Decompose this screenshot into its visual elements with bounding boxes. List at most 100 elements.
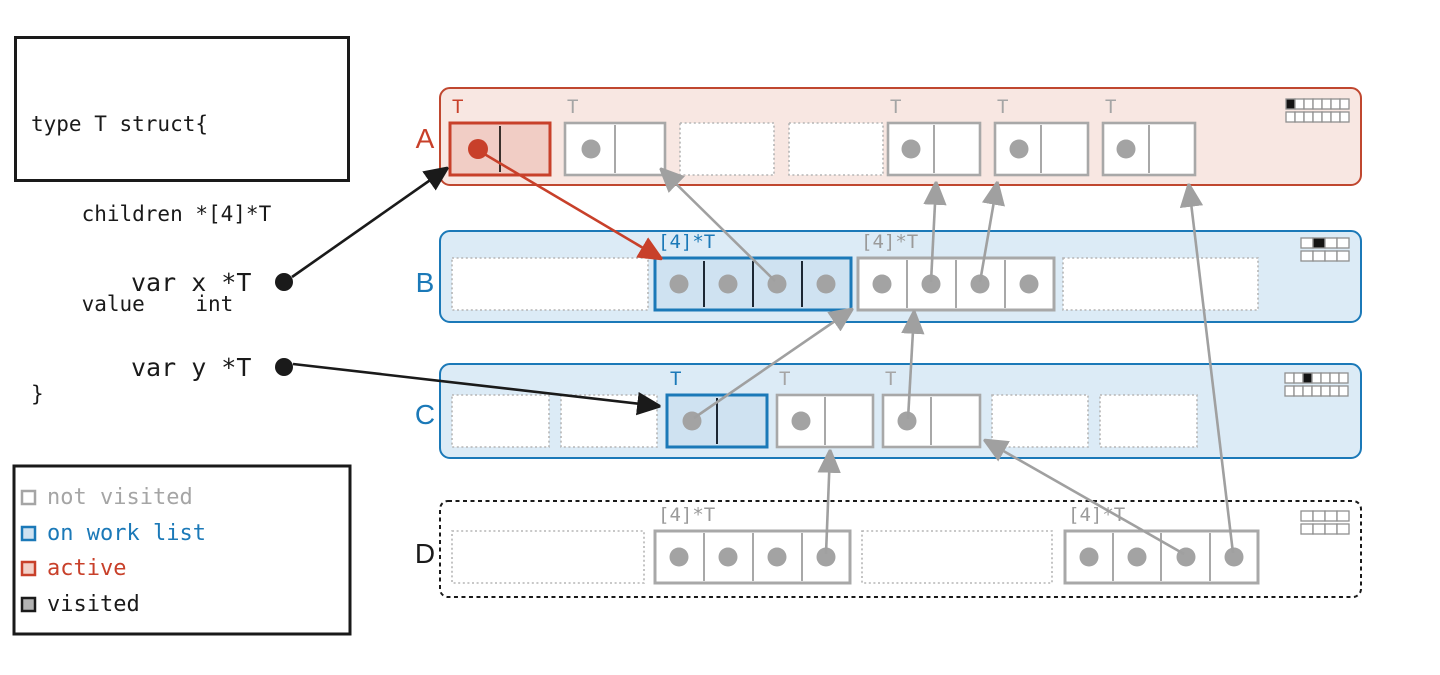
type-label: T xyxy=(890,96,901,118)
pointer-dot xyxy=(1116,139,1136,159)
pointer-dot xyxy=(468,139,488,159)
pointer-dot xyxy=(1019,274,1039,294)
bitmap-cell xyxy=(1294,111,1305,123)
free-slot xyxy=(560,394,658,448)
bitmap-cell xyxy=(1285,98,1296,110)
pointer-dot xyxy=(581,139,601,159)
bitmap-cell xyxy=(1324,510,1338,522)
type-label: T xyxy=(670,368,681,390)
free-slot xyxy=(451,257,649,311)
bitmap-cell xyxy=(1300,250,1314,262)
bitmap-cell xyxy=(1320,385,1331,397)
pointer-arrow-var-x xyxy=(291,169,446,279)
bitmap-cell xyxy=(1312,111,1323,123)
heap-object-active xyxy=(448,121,552,177)
bitmap-cell xyxy=(1330,98,1341,110)
pointer-dot xyxy=(872,274,892,294)
heap-object xyxy=(653,529,852,585)
span-label-c: C xyxy=(415,399,435,430)
bitmap-cell xyxy=(1339,111,1350,123)
free-slot xyxy=(451,530,645,584)
pointer-arrow xyxy=(908,313,914,420)
pointer-dot xyxy=(921,274,941,294)
bitmap-cell xyxy=(1311,372,1322,384)
pointer-arrow xyxy=(826,452,830,555)
bitmap-cell xyxy=(1284,385,1295,397)
type-label: [4]*T xyxy=(658,231,715,253)
free-slot xyxy=(861,530,1053,584)
heap-object xyxy=(775,393,875,449)
bitmap-cell xyxy=(1336,510,1350,522)
pointer-dot xyxy=(1224,547,1244,567)
bitmap-cell xyxy=(1293,372,1304,384)
pointer-dot xyxy=(1009,139,1029,159)
legend-label: not visited xyxy=(47,485,193,510)
heap-object xyxy=(993,121,1090,177)
pointer-dot xyxy=(901,139,921,159)
bitmap-cell xyxy=(1312,510,1326,522)
type-label: [4]*T xyxy=(658,504,715,526)
bitmap-cell xyxy=(1329,372,1340,384)
pointer-arrow-active xyxy=(480,150,660,258)
legend: not visited on work list active visited xyxy=(12,464,352,636)
pointer-arrow xyxy=(662,170,776,282)
free-slot xyxy=(991,394,1089,448)
allocation-bitmap xyxy=(1285,98,1350,123)
pointer-dot xyxy=(767,547,787,567)
pointer-dot xyxy=(669,274,689,294)
bitmap-cell xyxy=(1300,510,1314,522)
var-y-label: var y *T xyxy=(131,353,251,382)
var-x-dot xyxy=(275,273,293,291)
bitmap-cell xyxy=(1324,237,1338,249)
legend-label: visited xyxy=(47,592,140,617)
bitmap-cell xyxy=(1302,385,1313,397)
pointer-arrow xyxy=(693,310,851,420)
type-label: T xyxy=(997,96,1008,118)
span-label-a: A xyxy=(416,123,435,154)
free-slot xyxy=(788,122,884,176)
legend-label: active xyxy=(47,556,126,581)
code-line: } xyxy=(31,382,44,406)
pointer-dot xyxy=(718,274,738,294)
heap-object xyxy=(1063,529,1260,585)
type-label: [4]*T xyxy=(861,231,918,253)
heap-object xyxy=(881,393,982,449)
allocation-bitmap xyxy=(1284,372,1349,397)
legend-swatch-on-work-list xyxy=(20,525,37,542)
code-line: value int xyxy=(31,292,234,316)
bitmap-cell xyxy=(1320,372,1331,384)
bitmap-cell xyxy=(1284,372,1295,384)
pointer-arrow xyxy=(931,184,936,283)
type-label: T xyxy=(1105,96,1116,118)
bitmap-cell xyxy=(1303,98,1314,110)
pointer-dot xyxy=(669,547,689,567)
bitmap-cell xyxy=(1336,523,1350,535)
heap-object xyxy=(563,121,667,177)
pointer-dot xyxy=(816,547,836,567)
bitmap-cell xyxy=(1311,385,1322,397)
bitmap-cell xyxy=(1324,250,1338,262)
allocation-bitmap xyxy=(1300,237,1350,262)
heap-object xyxy=(1101,121,1197,177)
legend-swatch-not-visited xyxy=(20,489,37,506)
code-line: type T struct{ xyxy=(31,112,209,136)
var-y-dot xyxy=(275,358,293,376)
var-x-label: var x *T xyxy=(131,268,251,297)
bitmap-cell xyxy=(1338,385,1349,397)
bitmap-cell xyxy=(1285,111,1296,123)
bitmap-cell xyxy=(1293,385,1304,397)
bitmap-cell xyxy=(1303,111,1314,123)
bitmap-cell xyxy=(1339,98,1350,110)
span-label-d: D xyxy=(415,538,435,569)
type-label: T xyxy=(567,96,578,118)
type-definition-box: type T struct{ children *[4]*T value int… xyxy=(14,36,350,406)
bitmap-cell xyxy=(1294,98,1305,110)
pointer-dot xyxy=(897,411,917,431)
bitmap-cell xyxy=(1312,237,1326,249)
bitmap-cell xyxy=(1312,98,1323,110)
type-label: T xyxy=(885,368,896,390)
pointer-dot xyxy=(816,274,836,294)
bitmap-cell xyxy=(1338,372,1349,384)
free-slot xyxy=(679,122,775,176)
